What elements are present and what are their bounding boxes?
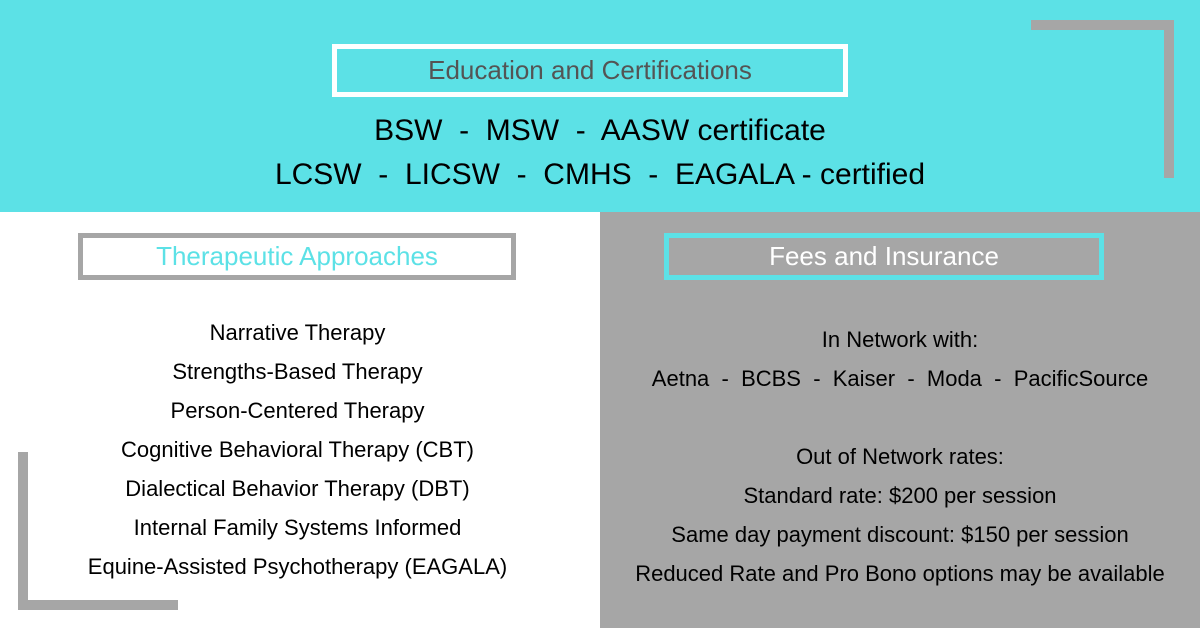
education-title: Education and Certifications [428,55,752,85]
list-item: Internal Family Systems Informed [133,515,462,540]
fees-section [600,212,1200,628]
fees-title-box: Fees and Insurance [664,233,1104,280]
therapeutic-section [0,212,600,628]
out-network-label: Out of Network rates: [796,444,1004,469]
list-item: Equine-Assisted Psychotherapy (EAGALA) [87,554,508,579]
education-section [0,0,1200,212]
list-item: Dialectical Behavior Therapy (DBT) [125,476,470,501]
list-item: Cognitive Behavioral Therapy (CBT) [121,437,474,462]
list-item: Strengths-Based Therapy [172,359,423,384]
fees-title: Fees and Insurance [769,241,999,271]
in-network-insurers: Aetna - BCBS - Kaiser - Moda - PacificSo… [651,366,1149,391]
certification-line-2: LCSW - LICSW - CMHS - EAGALA - certified [274,158,926,191]
reduced-rate-note: Reduced Rate and Pro Bono options may be… [635,561,1165,586]
in-network-label: In Network with: [821,327,979,352]
list-item: Narrative Therapy [209,320,386,345]
therapeutic-title: Therapeutic Approaches [156,241,438,271]
spacer [600,398,1200,437]
certification-line-1: BSW - MSW - AASW certificate [374,114,826,147]
same-day-discount: Same day payment discount: $150 per sess… [671,522,1129,547]
corner-bracket-top-right [1031,20,1174,178]
education-title-box: Education and Certifications [332,44,848,97]
therapeutic-approaches-list: Narrative Therapy Strengths-Based Therap… [40,313,555,586]
fees-list: In Network with: Aetna - BCBS - Kaiser -… [600,320,1200,593]
list-item: Person-Centered Therapy [170,398,425,423]
therapeutic-title-box: Therapeutic Approaches [78,233,516,280]
standard-rate: Standard rate: $200 per session [743,483,1057,508]
corner-bracket-bottom-left [18,452,178,610]
